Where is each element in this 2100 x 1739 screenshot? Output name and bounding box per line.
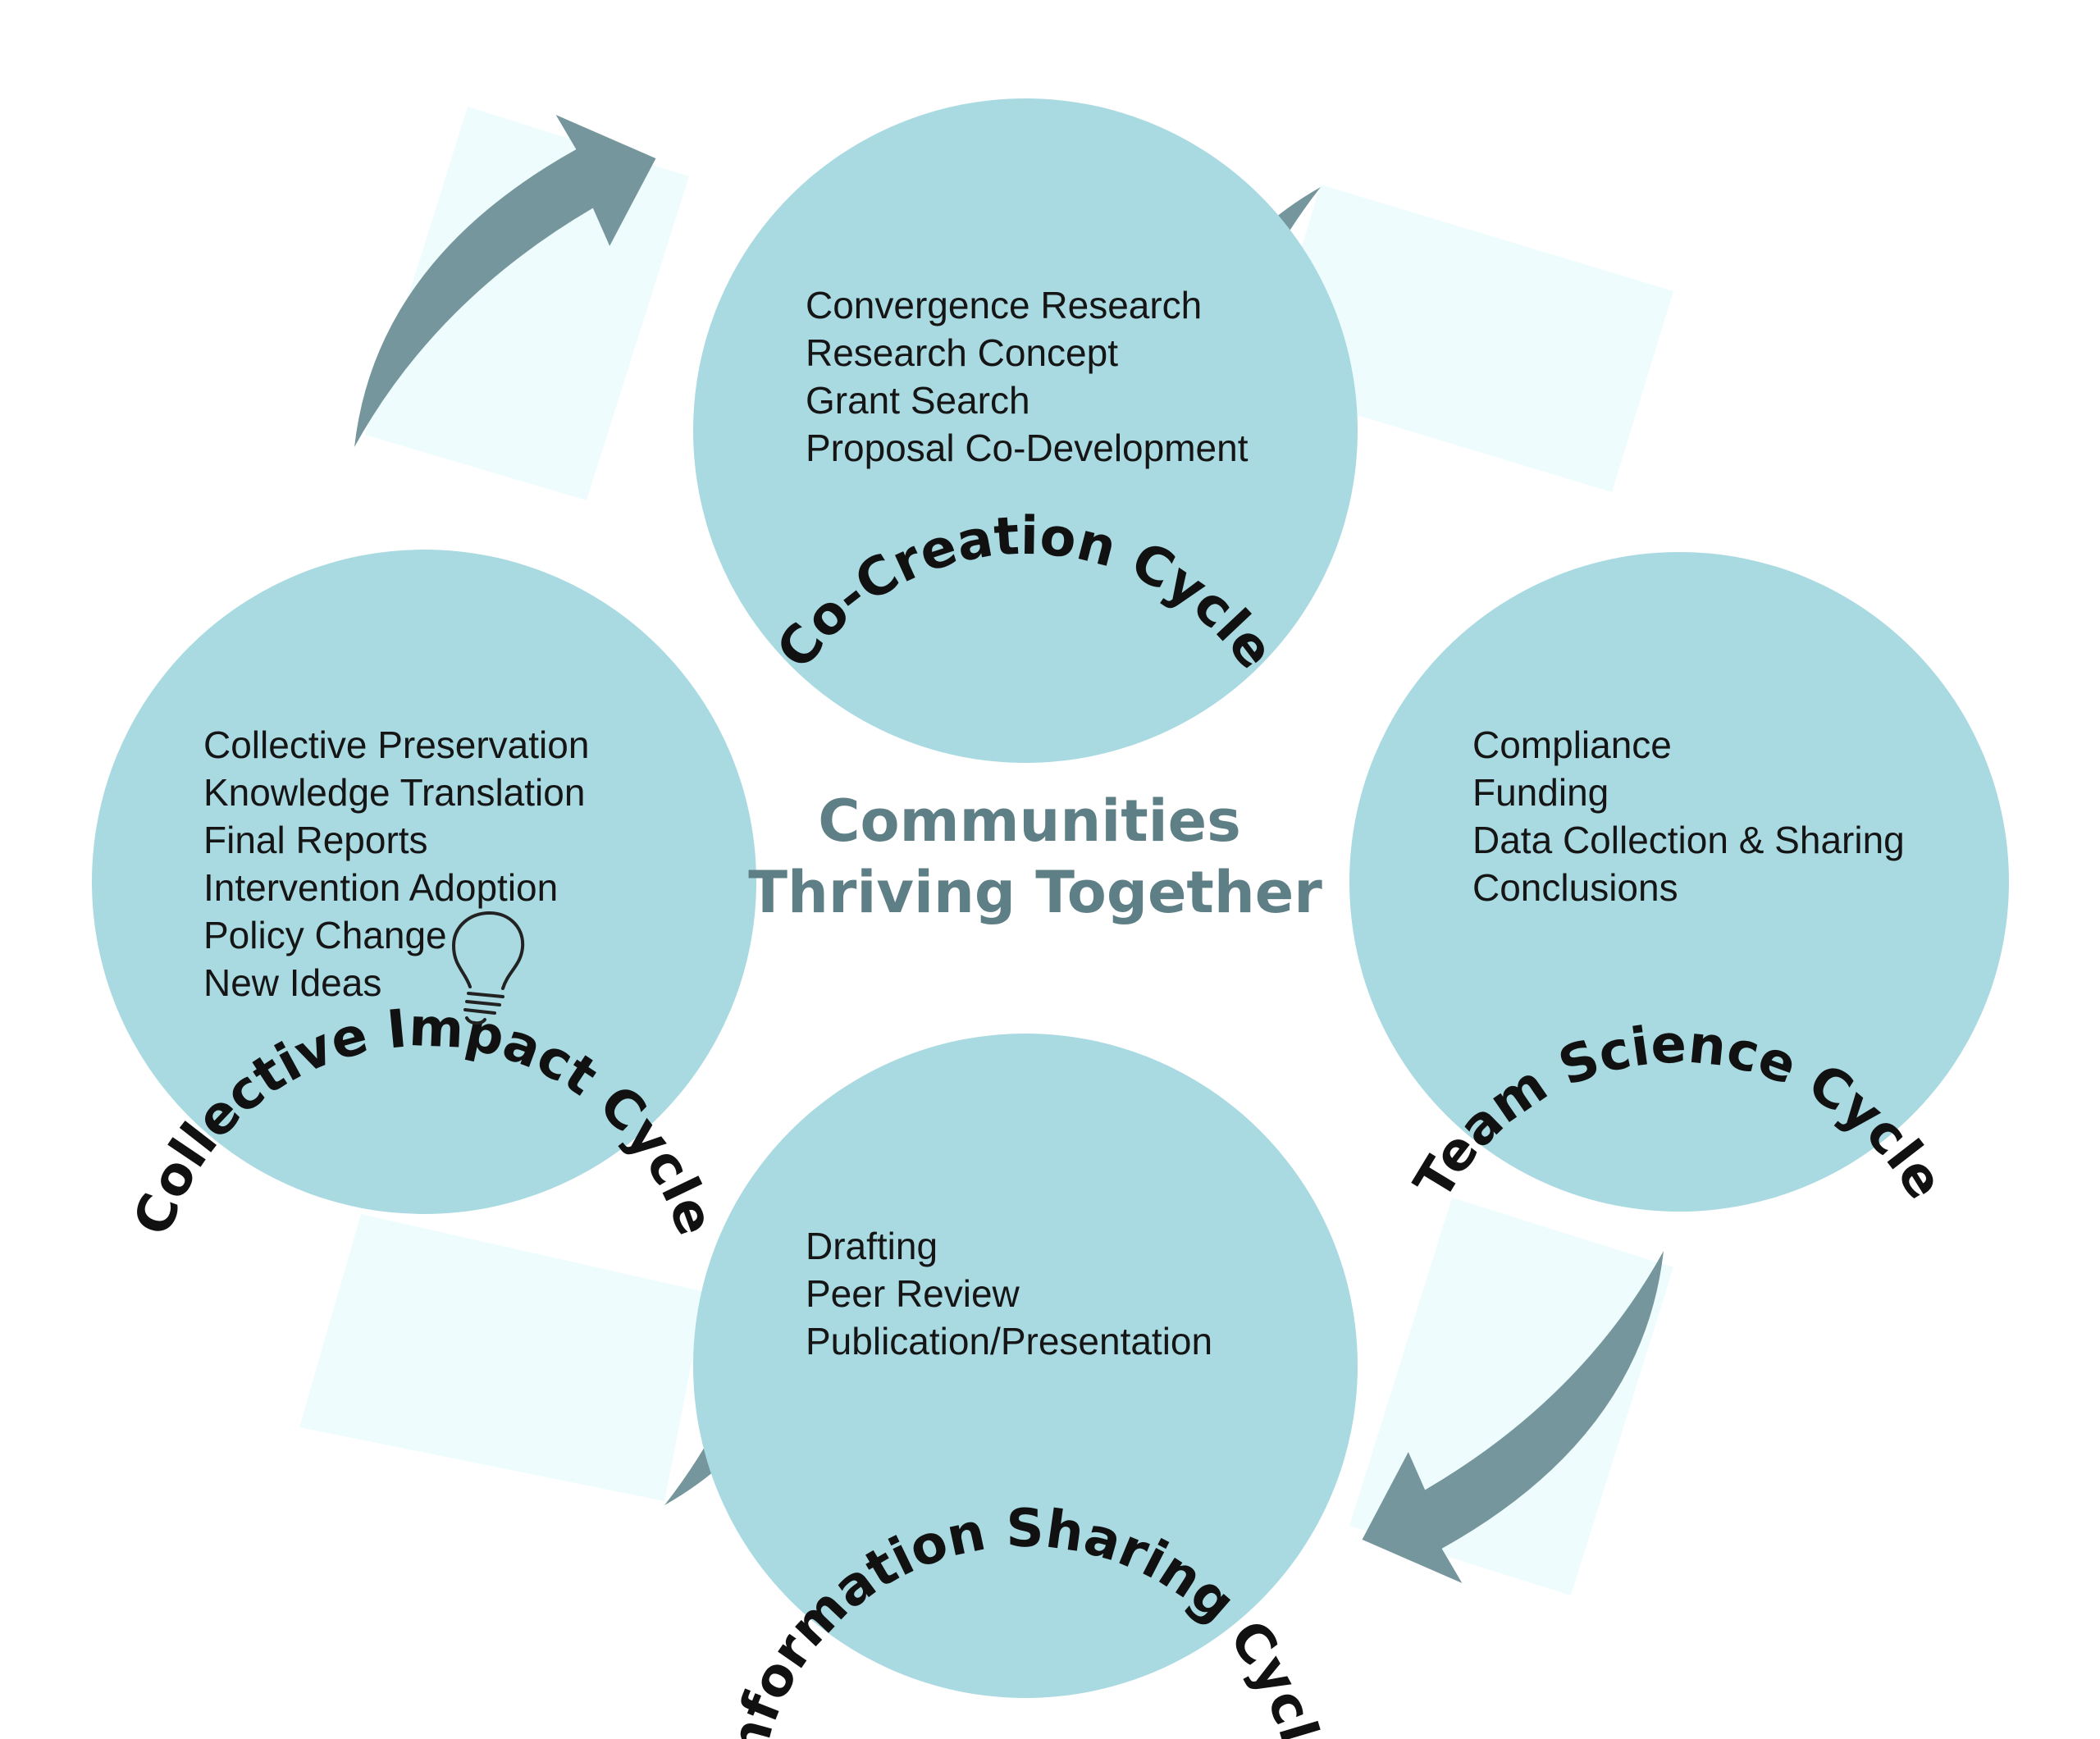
co-creation-item: Research Concept (806, 331, 1118, 374)
co-creation-item: Proposal Co-Development (806, 427, 1249, 469)
collective-impact-items: Collective Preservation Knowledge Transl… (203, 723, 589, 1004)
team-science-circle (1349, 552, 2009, 1212)
information-sharing-item: Drafting (806, 1225, 938, 1267)
information-sharing-item: Publication/Presentation (806, 1320, 1212, 1362)
co-creation-circle (693, 98, 1358, 763)
team-science-items: Compliance Funding Data Collection & Sha… (1472, 723, 1905, 909)
center-line-1: Communities (818, 787, 1241, 855)
collective-impact-item: Policy Change (203, 914, 447, 956)
center-line-2: Thriving Together (748, 859, 1322, 926)
arrow-panel-bottom-left (299, 1214, 705, 1501)
cycle-circles (92, 98, 2009, 1698)
center-label: Communities Thriving Together (748, 787, 1322, 926)
co-creation-item: Grant Search (806, 379, 1030, 422)
information-sharing-circle (693, 1034, 1358, 1698)
team-science-item: Compliance (1472, 723, 1672, 766)
team-science-item: Data Collection & Sharing (1472, 819, 1905, 861)
team-science-item: Conclusions (1472, 866, 1678, 909)
collective-impact-item: New Ideas (203, 961, 381, 1004)
collective-impact-item: Intervention Adoption (203, 866, 558, 909)
collective-impact-item: Knowledge Translation (203, 771, 585, 814)
co-creation-item: Convergence Research (806, 284, 1202, 326)
co-creation-items: Convergence Research Research Concept Gr… (806, 284, 1249, 469)
lightbulb-icon (452, 911, 525, 1025)
information-sharing-items: Drafting Peer Review Publication/Present… (806, 1225, 1212, 1362)
information-sharing-item: Peer Review (806, 1272, 1020, 1315)
team-science-item: Funding (1472, 771, 1609, 814)
collective-impact-item: Final Reports (203, 819, 428, 861)
collective-impact-item: Collective Preservation (203, 723, 589, 766)
arrow-panel-top-right (1259, 185, 1673, 492)
collective-impact-circle (92, 550, 756, 1214)
